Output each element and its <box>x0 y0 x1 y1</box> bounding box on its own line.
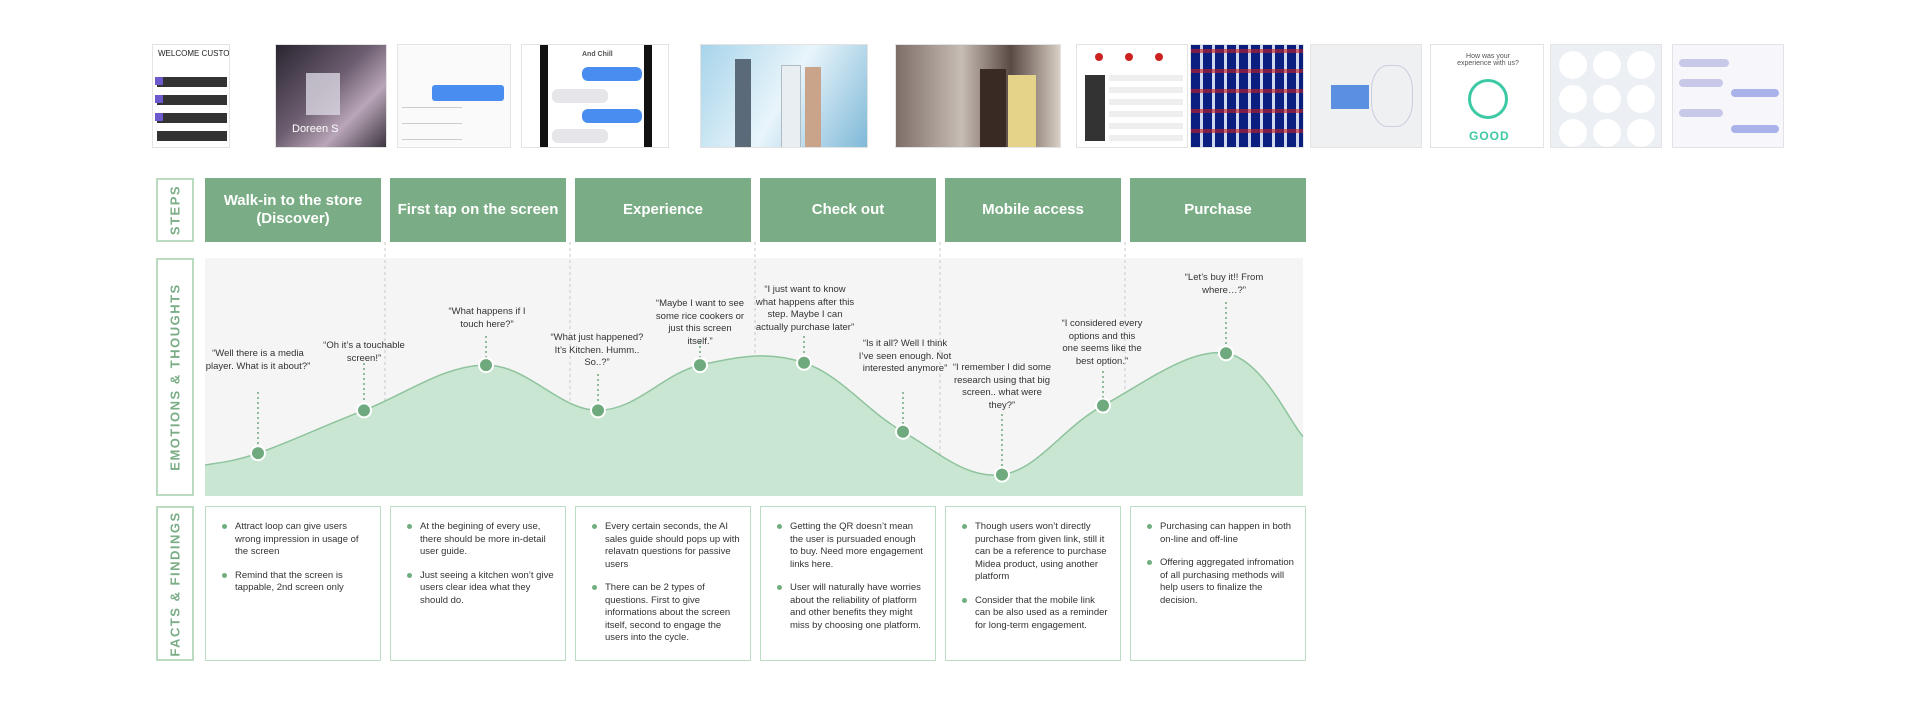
fact-box-purchase: Purchasing can happen in both on-line an… <box>1130 506 1306 661</box>
thumbnail-qr-caption: Doreen S <box>292 123 339 135</box>
fact-item: Offering aggregated infromation of all p… <box>1141 557 1295 607</box>
thumbnail-category-circles <box>1550 44 1662 148</box>
thumbnail-store-photo-2 <box>895 44 1061 148</box>
fact-item: Just seeing a kitchen won’t give users c… <box>401 570 555 608</box>
thumbnail-chat-screen-3 <box>1672 44 1784 148</box>
thumbnail-map-screen <box>1310 44 1422 148</box>
thumbnail-store-photo-1 <box>700 44 868 148</box>
fact-box-walk-in: Attract loop can give users wrong impres… <box>205 506 381 661</box>
fact-item: Every certain seconds, the AI sales guid… <box>586 521 740 571</box>
fact-item: Attract loop can give users wrong impres… <box>216 521 370 559</box>
step-purchase: Purchase <box>1130 178 1306 242</box>
row-label-steps: STEPS <box>156 178 194 242</box>
row-label-facts: FACTS & FINDINGS <box>156 506 194 661</box>
thumbnail-product-grid <box>1076 44 1188 148</box>
emotion-point <box>478 357 494 374</box>
emotion-quote: “Is it all? Well I think I’ve seen enoug… <box>858 338 952 374</box>
thumbnail-welcome-screen: WELCOME CUSTOMER! <box>152 44 230 148</box>
fact-box-mobile-access: Though users won’t directly purchase fro… <box>945 506 1121 661</box>
thumbnail-chat-screen-2: And Chill <box>521 44 669 148</box>
thumbnail-feedback-screen: How was your experience with us? GOOD <box>1430 44 1544 148</box>
emotion-quote: “What happens if I touch here?” <box>448 306 526 330</box>
thumbnail-product-wall-photo <box>1190 44 1304 148</box>
emotion-quote: “What just happened? It’s Kitchen. Humm.… <box>550 332 644 368</box>
thumbnail-welcome-title: WELCOME CUSTOMER! <box>158 49 230 58</box>
fact-item: Getting the QR doesn’t mean the user is … <box>771 521 925 571</box>
emotion-point <box>796 354 812 371</box>
fact-item: Purchasing can happen in both on-line an… <box>1141 521 1295 546</box>
step-experience: Experience <box>575 178 751 242</box>
emotion-point <box>250 445 266 462</box>
step-first-tap: First tap on the screen <box>390 178 566 242</box>
thumbnail-chat-title: And Chill <box>582 51 613 58</box>
emotion-quote: “Maybe I want to see some rice cookers o… <box>655 298 745 347</box>
fact-item: Consider that the mobile link can be als… <box>956 595 1110 633</box>
thumbnail-qr-scan-photo: Doreen S <box>275 44 387 148</box>
fact-item: There can be 2 types of questions. First… <box>586 582 740 645</box>
emotion-quote: “Let’s buy it!! From where…?” <box>1184 272 1264 296</box>
emotion-point <box>994 466 1010 483</box>
emotion-point <box>590 402 606 419</box>
smiley-face-icon <box>1468 79 1508 119</box>
emotion-quote: “I just want to know what happens after … <box>755 284 855 333</box>
thumbnail-chat-screen-1 <box>397 44 511 148</box>
emotion-point <box>692 357 708 374</box>
fact-box-experience: Every certain seconds, the AI sales guid… <box>575 506 751 661</box>
emotion-quote: “Well there is a media player. What is i… <box>205 348 311 372</box>
thumbnail-feedback-question: How was your experience with us? <box>1457 53 1519 67</box>
emotion-point <box>1218 345 1234 362</box>
emotion-point <box>1095 397 1111 414</box>
fact-item: Remind that the screen is tappable, 2nd … <box>216 570 370 595</box>
step-walk-in: Walk-in to the store (Discover) <box>205 178 381 242</box>
emotion-point <box>356 402 372 419</box>
fact-item: User will naturally have worries about t… <box>771 582 925 632</box>
fact-box-check-out: Getting the QR doesn’t mean the user is … <box>760 506 936 661</box>
fact-item: Though users won’t directly purchase fro… <box>956 521 1110 584</box>
emotion-quote: “I considered every options and this one… <box>1061 318 1143 367</box>
emotion-quote: “I remember I did some research using th… <box>952 362 1052 411</box>
emotion-quote: “Oh it’s a touchable screen!” <box>323 340 405 364</box>
step-check-out: Check out <box>760 178 936 242</box>
thumbnail-feedback-good: GOOD <box>1469 129 1510 143</box>
emotion-point <box>895 423 911 440</box>
emotion-curve-area <box>205 352 1303 496</box>
step-mobile-access: Mobile access <box>945 178 1121 242</box>
fact-box-first-tap: At the begining of every use, there shou… <box>390 506 566 661</box>
row-label-emotions: EMOTIONS & THOUGHTS <box>156 258 194 496</box>
fact-item: At the begining of every use, there shou… <box>401 521 555 559</box>
